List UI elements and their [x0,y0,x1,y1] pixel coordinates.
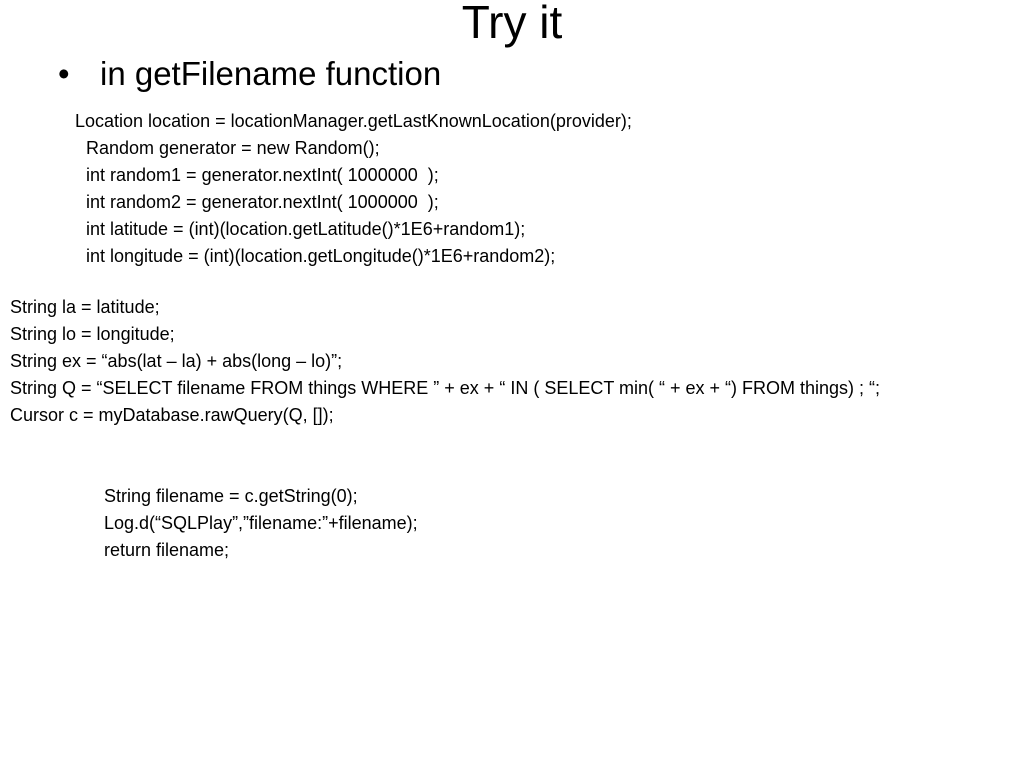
code-line: int longitude = (int)(location.getLongit… [86,246,556,266]
code-line: Random generator = new Random(); [86,138,380,158]
code-line: String ex = “abs(lat – la) + abs(long – … [10,351,343,371]
code-line: Location location = locationManager.getL… [75,111,632,131]
bullet-item: • in getFilename function [58,54,441,94]
code-block-query: String la = latitude; String lo = longit… [10,294,880,429]
code-line: int random1 = generator.nextInt( 1000000… [86,165,439,185]
code-line: String la = latitude; [10,297,160,317]
code-line: String filename = c.getString(0); [104,486,358,506]
slide-title: Try it [461,0,563,48]
code-block-return: String filename = c.getString(0); Log.d(… [104,483,418,564]
code-line: return filename; [104,540,230,560]
code-line: int latitude = (int)(location.getLatitud… [86,219,526,239]
code-block-location: Location location = locationManager.getL… [75,108,632,270]
code-line: String lo = longitude; [10,324,175,344]
code-line: int random2 = generator.nextInt( 1000000… [86,192,439,212]
code-line: String Q = “SELECT filename FROM things … [10,378,881,398]
code-line: Cursor c = myDatabase.rawQuery(Q, []); [10,405,334,425]
bullet-dot-icon: • [58,55,70,92]
bullet-text: in getFilename function [100,55,442,92]
code-line: Log.d(“SQLPlay”,”filename:”+filename); [104,513,418,533]
